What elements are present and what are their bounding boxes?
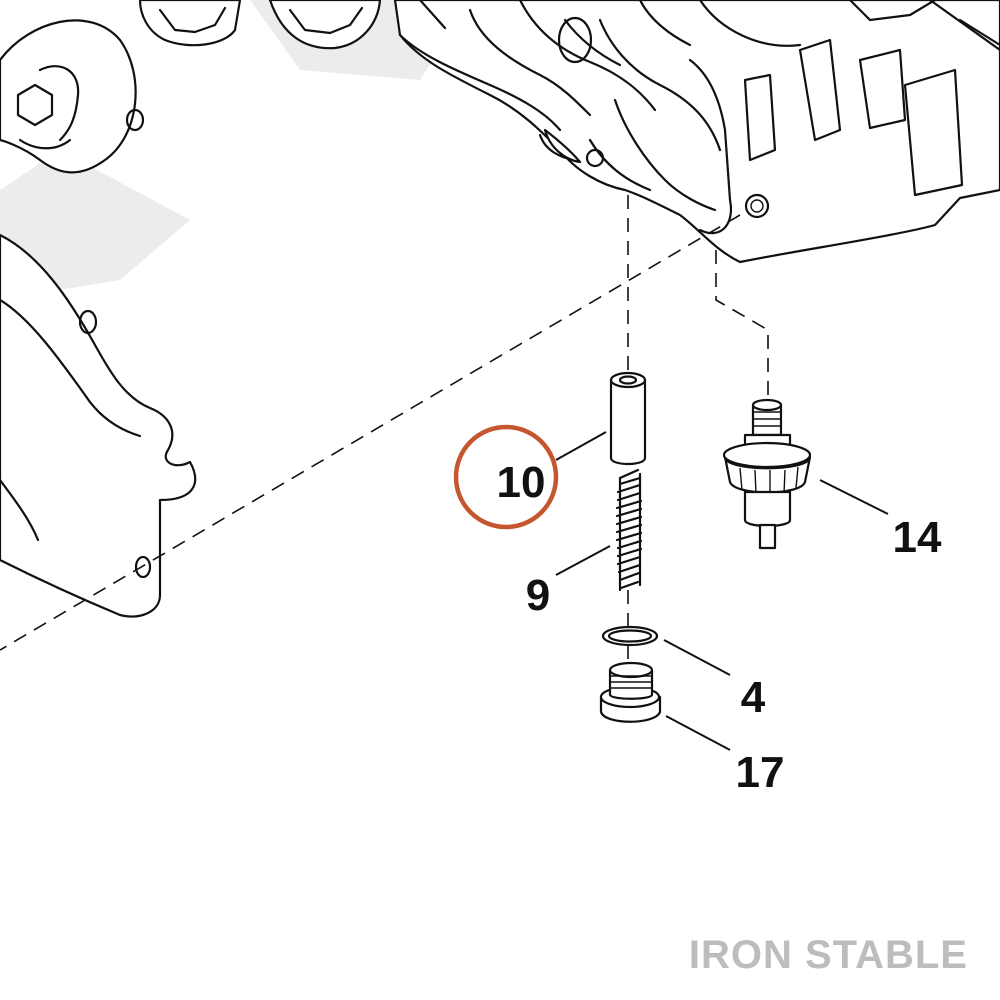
alignment-lines bbox=[0, 195, 769, 670]
leader-9 bbox=[555, 545, 611, 576]
leader-10 bbox=[555, 431, 607, 461]
callout-17: 17 bbox=[736, 748, 785, 797]
leader-lines bbox=[555, 431, 889, 751]
housing bbox=[393, 0, 1000, 264]
callout-10: 10 bbox=[497, 458, 546, 507]
callout-4: 4 bbox=[741, 673, 766, 722]
watermark-brand: IRON STABLE bbox=[689, 933, 968, 977]
leader-4 bbox=[663, 639, 731, 676]
part-17-plug bbox=[599, 661, 662, 723]
part-10-plunger bbox=[609, 371, 647, 466]
callout-10-highlight-ring bbox=[453, 424, 559, 530]
callout-14: 14 bbox=[893, 513, 942, 562]
part-9-spring bbox=[615, 468, 643, 592]
gear-assembly bbox=[0, 0, 382, 174]
callout-9: 9 bbox=[526, 571, 550, 620]
ghost-stroke-left bbox=[0, 150, 190, 300]
leader-17 bbox=[665, 715, 731, 751]
gasket-plate bbox=[0, 233, 197, 618]
part-4-o-ring bbox=[601, 625, 659, 647]
leader-14 bbox=[819, 479, 889, 515]
part-14-sensor bbox=[722, 398, 812, 550]
